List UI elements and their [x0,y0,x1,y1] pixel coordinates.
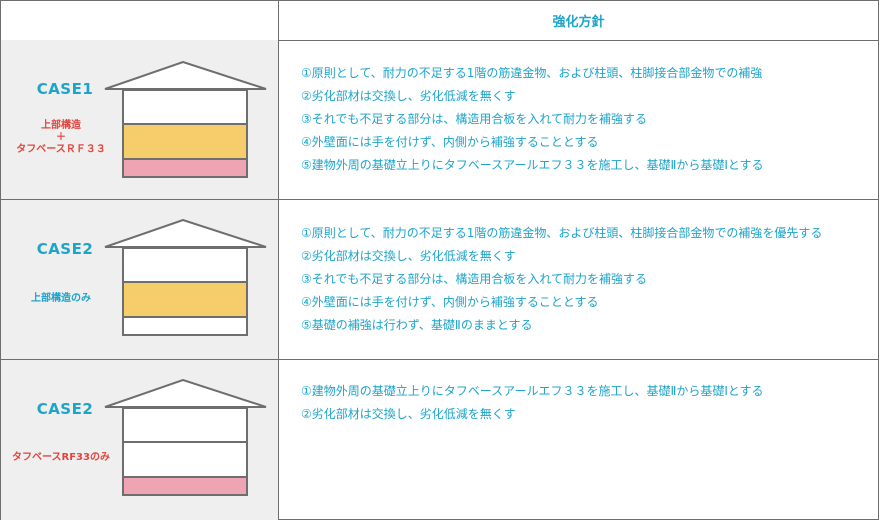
case-strategy-cell: ①原則として、耐力の不足する1階の筋違金物、および柱頭、柱脚接合部金物での補強 ②… [279,40,878,199]
case-title: CASE1 [36,80,94,98]
house-structure-layer [122,441,248,478]
house-foundation-layer [122,158,248,178]
strategy-item: ②劣化部材は交換し、劣化低減を無くす [301,407,516,421]
strategy-item: ④外壁面には手を付けず、内側から補強することとする [301,135,599,149]
strategy-item: ⑤建物外周の基礎立上りにタフベースアールエフ３３を施工し、基礎Ⅱから基礎Ⅰとする [301,158,764,172]
case-subtitle-line: 上部構造 [41,120,81,131]
strategy-list: ①原則として、耐力の不足する1階の筋違金物、および柱頭、柱脚接合部金物での補強 ②… [301,62,764,177]
case-title: CASE2 [36,400,94,418]
case-subtitle-line: ＋ [56,132,66,143]
case-title: CASE2 [36,240,94,258]
case-visual-cell: CASE1 上部構造＋タフベースＲＦ３３ [1,40,279,199]
strategy-item: ②劣化部材は交換し、劣化低減を無くす [301,89,516,103]
case-subtitle: タフベースRF33のみ [1,452,121,464]
house-foundation-layer [122,476,248,496]
case-strategy-cell: ①原則として、耐力の不足する1階の筋違金物、および柱頭、柱脚接合部金物での補強を… [279,200,878,359]
house-structure-layer [122,281,248,318]
header-empty-cell [1,1,279,40]
strategy-item: ③それでも不足する部分は、構造用合板を入れて耐力を補強する [301,272,648,286]
house-upper-floor [122,407,248,443]
strategy-list: ①建物外周の基礎立上りにタフベースアールエフ３３を施工し、基礎Ⅱから基礎Ⅰとする… [301,380,764,426]
case-subtitle-line: タフベースRF33のみ [12,452,110,463]
strategy-list: ①原則として、耐力の不足する1階の筋違金物、および柱頭、柱脚接合部金物での補強を… [301,222,822,337]
house-icon [102,219,270,339]
house-roof [104,61,267,90]
strategy-item: ①原則として、耐力の不足する1階の筋違金物、および柱頭、柱脚接合部金物での補強 [301,66,763,80]
house-upper-floor [122,89,248,125]
case-subtitle: 上部構造＋タフベースＲＦ３３ [1,120,121,156]
strategy-item: ④外壁面には手を付けず、内側から補強することとする [301,295,599,309]
house-diagram [104,219,267,336]
house-diagram [104,379,267,496]
house-upper-floor [122,247,248,283]
strategy-item: ⑤基礎の補強は行わず、基礎Ⅱのままとする [301,318,533,332]
house-icon [102,61,270,181]
house-diagram [104,61,267,178]
house-icon [102,379,270,499]
case-strategy-cell: ①建物外周の基礎立上りにタフベースアールエフ３３を施工し、基礎Ⅱから基礎Ⅰとする… [279,360,878,520]
case-subtitle: 上部構造のみ [1,293,121,305]
strategy-item: ②劣化部材は交換し、劣化低減を無くす [301,249,516,263]
house-roof [104,379,267,408]
case-subtitle-line: 上部構造のみ [31,293,91,304]
table-header-row: 強化方針 [1,1,878,41]
case-row: CASE2 タフベースRF33のみ ①建物外周の基礎立上りにタフベースアールエフ３３… [1,360,878,520]
case-visual-cell: CASE2 上部構造のみ [1,200,279,359]
house-structure-layer [122,123,248,160]
strategy-item: ①建物外周の基礎立上りにタフベースアールエフ３３を施工し、基礎Ⅱから基礎Ⅰとする [301,384,764,398]
strategy-item: ③それでも不足する部分は、構造用合板を入れて耐力を補強する [301,112,648,126]
strategy-item: ①原則として、耐力の不足する1階の筋違金物、および柱頭、柱脚接合部金物での補強を… [301,226,823,240]
case-row: CASE2 上部構造のみ ①原則として、耐力の不足する1階の筋違金物、および柱頭、柱… [1,200,878,360]
header-strategy-title: 強化方針 [552,15,605,30]
case-visual-cell: CASE2 タフベースRF33のみ [1,360,279,520]
case-row: CASE1 上部構造＋タフベースＲＦ３３ ①原則として、耐力の不足する1階の筋違金物… [1,40,878,200]
case-subtitle-line: タフベースＲＦ３３ [16,144,106,155]
house-roof [104,219,267,248]
house-foundation-layer [122,316,248,336]
